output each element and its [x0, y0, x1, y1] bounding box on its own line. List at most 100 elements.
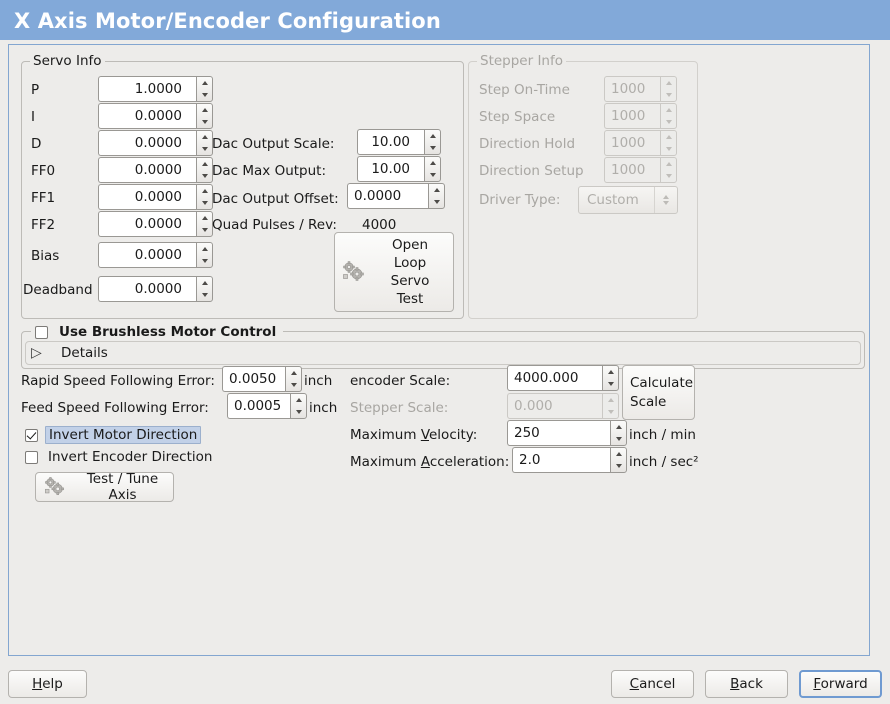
maximum-acceleration-value[interactable]: 2.0 — [512, 447, 610, 473]
checkbox-box[interactable] — [35, 325, 48, 339]
calculate-scale-button[interactable]: Calculate Scale — [622, 365, 695, 420]
servo-spin-bias[interactable]: 0.0000 — [98, 242, 213, 268]
servo-spin-deadband-stepper[interactable] — [196, 276, 213, 302]
encoder-scale-stepper[interactable] — [602, 365, 619, 391]
servo-spin-ff1[interactable]: 0.0000 — [98, 184, 213, 210]
step-on-time-stepper[interactable] — [660, 76, 677, 102]
dac-output-scale-spin[interactable]: 10.00 — [357, 129, 441, 155]
dac-output-scale-value[interactable]: 10.00 — [357, 129, 424, 155]
spin-down-icon[interactable] — [425, 169, 440, 181]
spin-down-icon[interactable] — [425, 142, 440, 154]
feed-speed-following-error-spin[interactable]: 0.0005 — [227, 393, 307, 419]
rapid-speed-following-error-spin[interactable]: 0.0050 — [222, 366, 302, 392]
open-loop-servo-test-button[interactable]: Open Loop Servo Test — [334, 232, 454, 312]
stepper-scale-value[interactable]: 0.000 — [507, 393, 602, 419]
servo-spin-deadband-value[interactable]: 0.0000 — [98, 276, 196, 302]
spin-down-icon[interactable] — [197, 170, 212, 182]
spin-up-icon[interactable] — [661, 131, 676, 143]
spin-up-icon[interactable] — [197, 185, 212, 197]
dac-max-output-stepper[interactable] — [424, 156, 441, 182]
maximum-velocity-value[interactable]: 250 — [507, 420, 610, 446]
spin-down-icon[interactable] — [197, 224, 212, 236]
invert-motor-direction-checkbox[interactable]: Invert Motor Direction — [25, 426, 202, 444]
spin-down-icon[interactable] — [197, 289, 212, 301]
spin-up-icon[interactable] — [661, 158, 676, 170]
direction-setup-stepper[interactable] — [660, 157, 677, 183]
step-space-stepper[interactable] — [660, 103, 677, 129]
servo-spin-ff2-value[interactable]: 0.0000 — [98, 211, 196, 237]
spin-up-icon[interactable] — [197, 212, 212, 224]
details-expander[interactable]: Details — [31, 342, 108, 364]
test-tune-axis-button[interactable]: Test / Tune Axis — [35, 471, 174, 503]
direction-hold-value[interactable]: 1000 — [604, 130, 660, 156]
servo-spin-ff0[interactable]: 0.0000 — [98, 157, 213, 183]
spin-up-icon[interactable] — [197, 158, 212, 170]
encoder-scale-spin[interactable]: 4000.000 — [507, 365, 619, 391]
encoder-scale-value[interactable]: 4000.000 — [507, 365, 602, 391]
spin-up-icon[interactable] — [661, 77, 676, 89]
servo-spin-ff2[interactable]: 0.0000 — [98, 211, 213, 237]
spin-down-icon[interactable] — [661, 170, 676, 182]
chevron-right-icon[interactable] — [31, 343, 49, 363]
servo-spin-bias-stepper[interactable] — [196, 242, 213, 268]
servo-spin-d-value[interactable]: 0.0000 — [98, 130, 196, 156]
maximum-acceleration-spin[interactable]: 2.0 — [512, 447, 627, 473]
dac-max-output-spin[interactable]: 10.00 — [357, 156, 441, 182]
checkbox-box[interactable] — [25, 428, 38, 442]
spin-up-icon[interactable] — [603, 366, 618, 378]
dac-output-scale-stepper[interactable] — [424, 129, 441, 155]
maximum-velocity-stepper[interactable] — [610, 420, 627, 446]
dac-output-offset-value[interactable]: 0.0000 — [347, 183, 428, 209]
spin-up-icon[interactable] — [611, 448, 626, 460]
driver-type-combo[interactable]: Custom — [578, 186, 678, 214]
back-button[interactable]: Back — [705, 670, 788, 698]
chevron-updown-icon[interactable] — [654, 187, 677, 213]
dac-output-offset-spin[interactable]: 0.0000 — [347, 183, 445, 209]
spin-down-icon[interactable] — [286, 379, 301, 391]
cancel-button[interactable]: Cancel — [611, 670, 694, 698]
spin-down-icon[interactable] — [197, 89, 212, 101]
spin-up-icon[interactable] — [425, 157, 440, 169]
checkbox-box[interactable] — [25, 450, 38, 464]
spin-down-icon[interactable] — [611, 460, 626, 472]
spin-up-icon[interactable] — [603, 394, 618, 406]
servo-spin-bias-value[interactable]: 0.0000 — [98, 242, 196, 268]
spin-up-icon[interactable] — [425, 130, 440, 142]
spin-up-icon[interactable] — [291, 394, 306, 406]
servo-spin-ff0-value[interactable]: 0.0000 — [98, 157, 196, 183]
servo-spin-i-value[interactable]: 0.0000 — [98, 103, 196, 129]
spin-down-icon[interactable] — [603, 406, 618, 418]
direction-setup-value[interactable]: 1000 — [604, 157, 660, 183]
step-space-value[interactable]: 1000 — [604, 103, 660, 129]
servo-spin-ff1-stepper[interactable] — [196, 184, 213, 210]
feed-spin-stepper[interactable] — [290, 393, 307, 419]
spin-up-icon[interactable] — [661, 104, 676, 116]
servo-spin-ff0-stepper[interactable] — [196, 157, 213, 183]
spin-up-icon[interactable] — [286, 367, 301, 379]
dac-max-output-value[interactable]: 10.00 — [357, 156, 424, 182]
step-space-spin[interactable]: 1000 — [604, 103, 677, 129]
spin-down-icon[interactable] — [611, 433, 626, 445]
servo-spin-p-value[interactable]: 1.0000 — [98, 76, 196, 102]
spin-up-icon[interactable] — [611, 421, 626, 433]
spin-down-icon[interactable] — [429, 196, 444, 208]
step-on-time-value[interactable]: 1000 — [604, 76, 660, 102]
rapid-speed-following-error-value[interactable]: 0.0050 — [222, 366, 285, 392]
servo-spin-p-stepper[interactable] — [196, 76, 213, 102]
spin-up-icon[interactable] — [197, 243, 212, 255]
spin-up-icon[interactable] — [197, 131, 212, 143]
spin-down-icon[interactable] — [197, 116, 212, 128]
spin-up-icon[interactable] — [197, 77, 212, 89]
spin-up-icon[interactable] — [197, 277, 212, 289]
rapid-spin-stepper[interactable] — [285, 366, 302, 392]
use-brushless-motor-control-checkbox[interactable]: Use Brushless Motor Control — [31, 323, 284, 341]
maximum-acceleration-stepper[interactable] — [610, 447, 627, 473]
spin-up-icon[interactable] — [429, 184, 444, 196]
direction-setup-spin[interactable]: 1000 — [604, 157, 677, 183]
spin-down-icon[interactable] — [603, 378, 618, 390]
servo-spin-d[interactable]: 0.0000 — [98, 130, 213, 156]
feed-speed-following-error-value[interactable]: 0.0005 — [227, 393, 290, 419]
servo-spin-i-stepper[interactable] — [196, 103, 213, 129]
spin-down-icon[interactable] — [661, 143, 676, 155]
servo-spin-d-stepper[interactable] — [196, 130, 213, 156]
